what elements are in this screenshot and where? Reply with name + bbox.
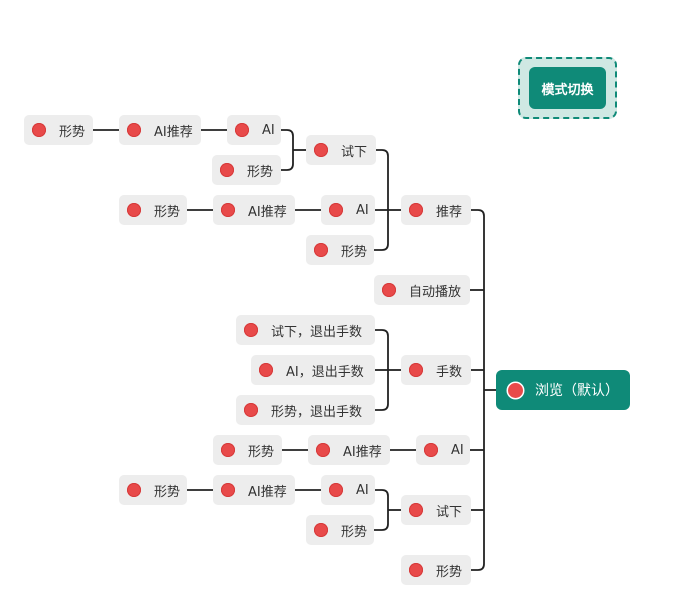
connector-line bbox=[375, 329, 389, 337]
node-label: AI bbox=[356, 482, 369, 498]
node-label: AI bbox=[262, 122, 275, 138]
node-dot-icon bbox=[221, 443, 235, 457]
mode-switch-button[interactable]: 模式切换 bbox=[529, 67, 606, 109]
node-situation[interactable]: 形势 bbox=[401, 555, 471, 585]
node-root-browse[interactable]: 浏览（默认） bbox=[496, 370, 630, 410]
node-label: AI推荐 bbox=[248, 484, 287, 500]
node-label: 形势，退出手数 bbox=[271, 404, 363, 420]
node-ai[interactable]: AI bbox=[416, 435, 470, 465]
node-label: 手数 bbox=[436, 364, 463, 380]
node-situation[interactable]: 形势 bbox=[212, 155, 281, 185]
node-dot-icon bbox=[409, 203, 423, 217]
node-dot-icon bbox=[235, 123, 249, 137]
node-dot-icon bbox=[409, 363, 423, 377]
node-label: 形势 bbox=[59, 124, 86, 140]
node-dot-icon bbox=[424, 443, 438, 457]
node-label: 试下，退出手数 bbox=[271, 324, 363, 340]
node-dot-icon bbox=[314, 143, 328, 157]
connector-line bbox=[375, 403, 389, 411]
node-ai-recommend[interactable]: AI推荐 bbox=[213, 195, 295, 225]
node-dot-icon bbox=[244, 323, 258, 337]
node-dot-icon bbox=[329, 203, 343, 217]
node-autoplay[interactable]: 自动播放 bbox=[374, 275, 470, 305]
node-label: AI推荐 bbox=[154, 124, 193, 140]
node-trial[interactable]: 试下 bbox=[401, 495, 471, 525]
node-ai[interactable]: AI bbox=[321, 475, 375, 505]
node-label: 试下 bbox=[436, 504, 463, 520]
node-label: AI推荐 bbox=[248, 204, 287, 220]
node-dot-icon bbox=[382, 283, 396, 297]
node-label: 推荐 bbox=[436, 204, 463, 220]
connector-line bbox=[374, 243, 389, 251]
node-label: AI推荐 bbox=[343, 444, 382, 460]
node-situation[interactable]: 形势 bbox=[213, 435, 282, 465]
node-label: 形势 bbox=[436, 564, 463, 580]
node-dot-icon bbox=[409, 563, 423, 577]
node-label: 形势 bbox=[247, 164, 274, 180]
node-label: 形势 bbox=[154, 484, 181, 500]
node-dot-icon bbox=[314, 523, 328, 537]
node-dot-icon bbox=[259, 363, 273, 377]
node-label: 形势 bbox=[341, 524, 368, 540]
node-situation[interactable]: 形势 bbox=[306, 515, 374, 545]
connector-line bbox=[376, 149, 389, 157]
node-dot-icon bbox=[127, 483, 141, 497]
node-dot-icon bbox=[314, 243, 328, 257]
node-situation[interactable]: 形势 bbox=[119, 195, 187, 225]
node-label: 形势 bbox=[341, 244, 368, 260]
node-dot-icon bbox=[32, 123, 46, 137]
mode-switch-panel: 模式切换 bbox=[518, 57, 617, 119]
node-dot-icon bbox=[409, 503, 423, 517]
node-situation[interactable]: 形势 bbox=[119, 475, 187, 505]
node-dot-icon bbox=[221, 483, 235, 497]
node-moves[interactable]: 手数 bbox=[401, 355, 471, 385]
node-dot-icon bbox=[316, 443, 330, 457]
node-trial-exit-moves[interactable]: 试下，退出手数 bbox=[236, 315, 375, 345]
connector-line bbox=[281, 163, 294, 171]
node-situation[interactable]: 形势 bbox=[24, 115, 93, 145]
node-ai[interactable]: AI bbox=[227, 115, 281, 145]
node-ai-exit-moves[interactable]: AI，退出手数 bbox=[251, 355, 375, 385]
node-label: AI，退出手数 bbox=[286, 364, 364, 380]
node-ai-recommend[interactable]: AI推荐 bbox=[119, 115, 201, 145]
node-label: 浏览（默认） bbox=[535, 383, 619, 399]
node-label: AI bbox=[451, 442, 464, 458]
node-dot-icon bbox=[508, 382, 523, 398]
node-dot-icon bbox=[221, 203, 235, 217]
connector-line bbox=[281, 129, 294, 137]
node-ai-recommend[interactable]: AI推荐 bbox=[213, 475, 295, 505]
node-recommend[interactable]: 推荐 bbox=[401, 195, 471, 225]
node-label: AI bbox=[356, 202, 369, 218]
node-label: 形势 bbox=[154, 204, 181, 220]
node-label: 自动播放 bbox=[409, 284, 462, 300]
connector-line bbox=[375, 489, 389, 497]
node-dot-icon bbox=[329, 483, 343, 497]
node-dot-icon bbox=[127, 123, 141, 137]
connector-line bbox=[471, 209, 485, 217]
node-label: 试下 bbox=[341, 144, 368, 160]
node-dot-icon bbox=[127, 203, 141, 217]
connector-line bbox=[374, 523, 389, 531]
node-ai-recommend[interactable]: AI推荐 bbox=[308, 435, 390, 465]
connector-line bbox=[471, 563, 485, 571]
node-dot-icon bbox=[244, 403, 258, 417]
node-dot-icon bbox=[220, 163, 234, 177]
node-situation-exit-moves[interactable]: 形势，退出手数 bbox=[236, 395, 375, 425]
node-ai[interactable]: AI bbox=[321, 195, 375, 225]
node-trial[interactable]: 试下 bbox=[306, 135, 376, 165]
node-situation[interactable]: 形势 bbox=[306, 235, 374, 265]
node-label: 形势 bbox=[248, 444, 275, 460]
